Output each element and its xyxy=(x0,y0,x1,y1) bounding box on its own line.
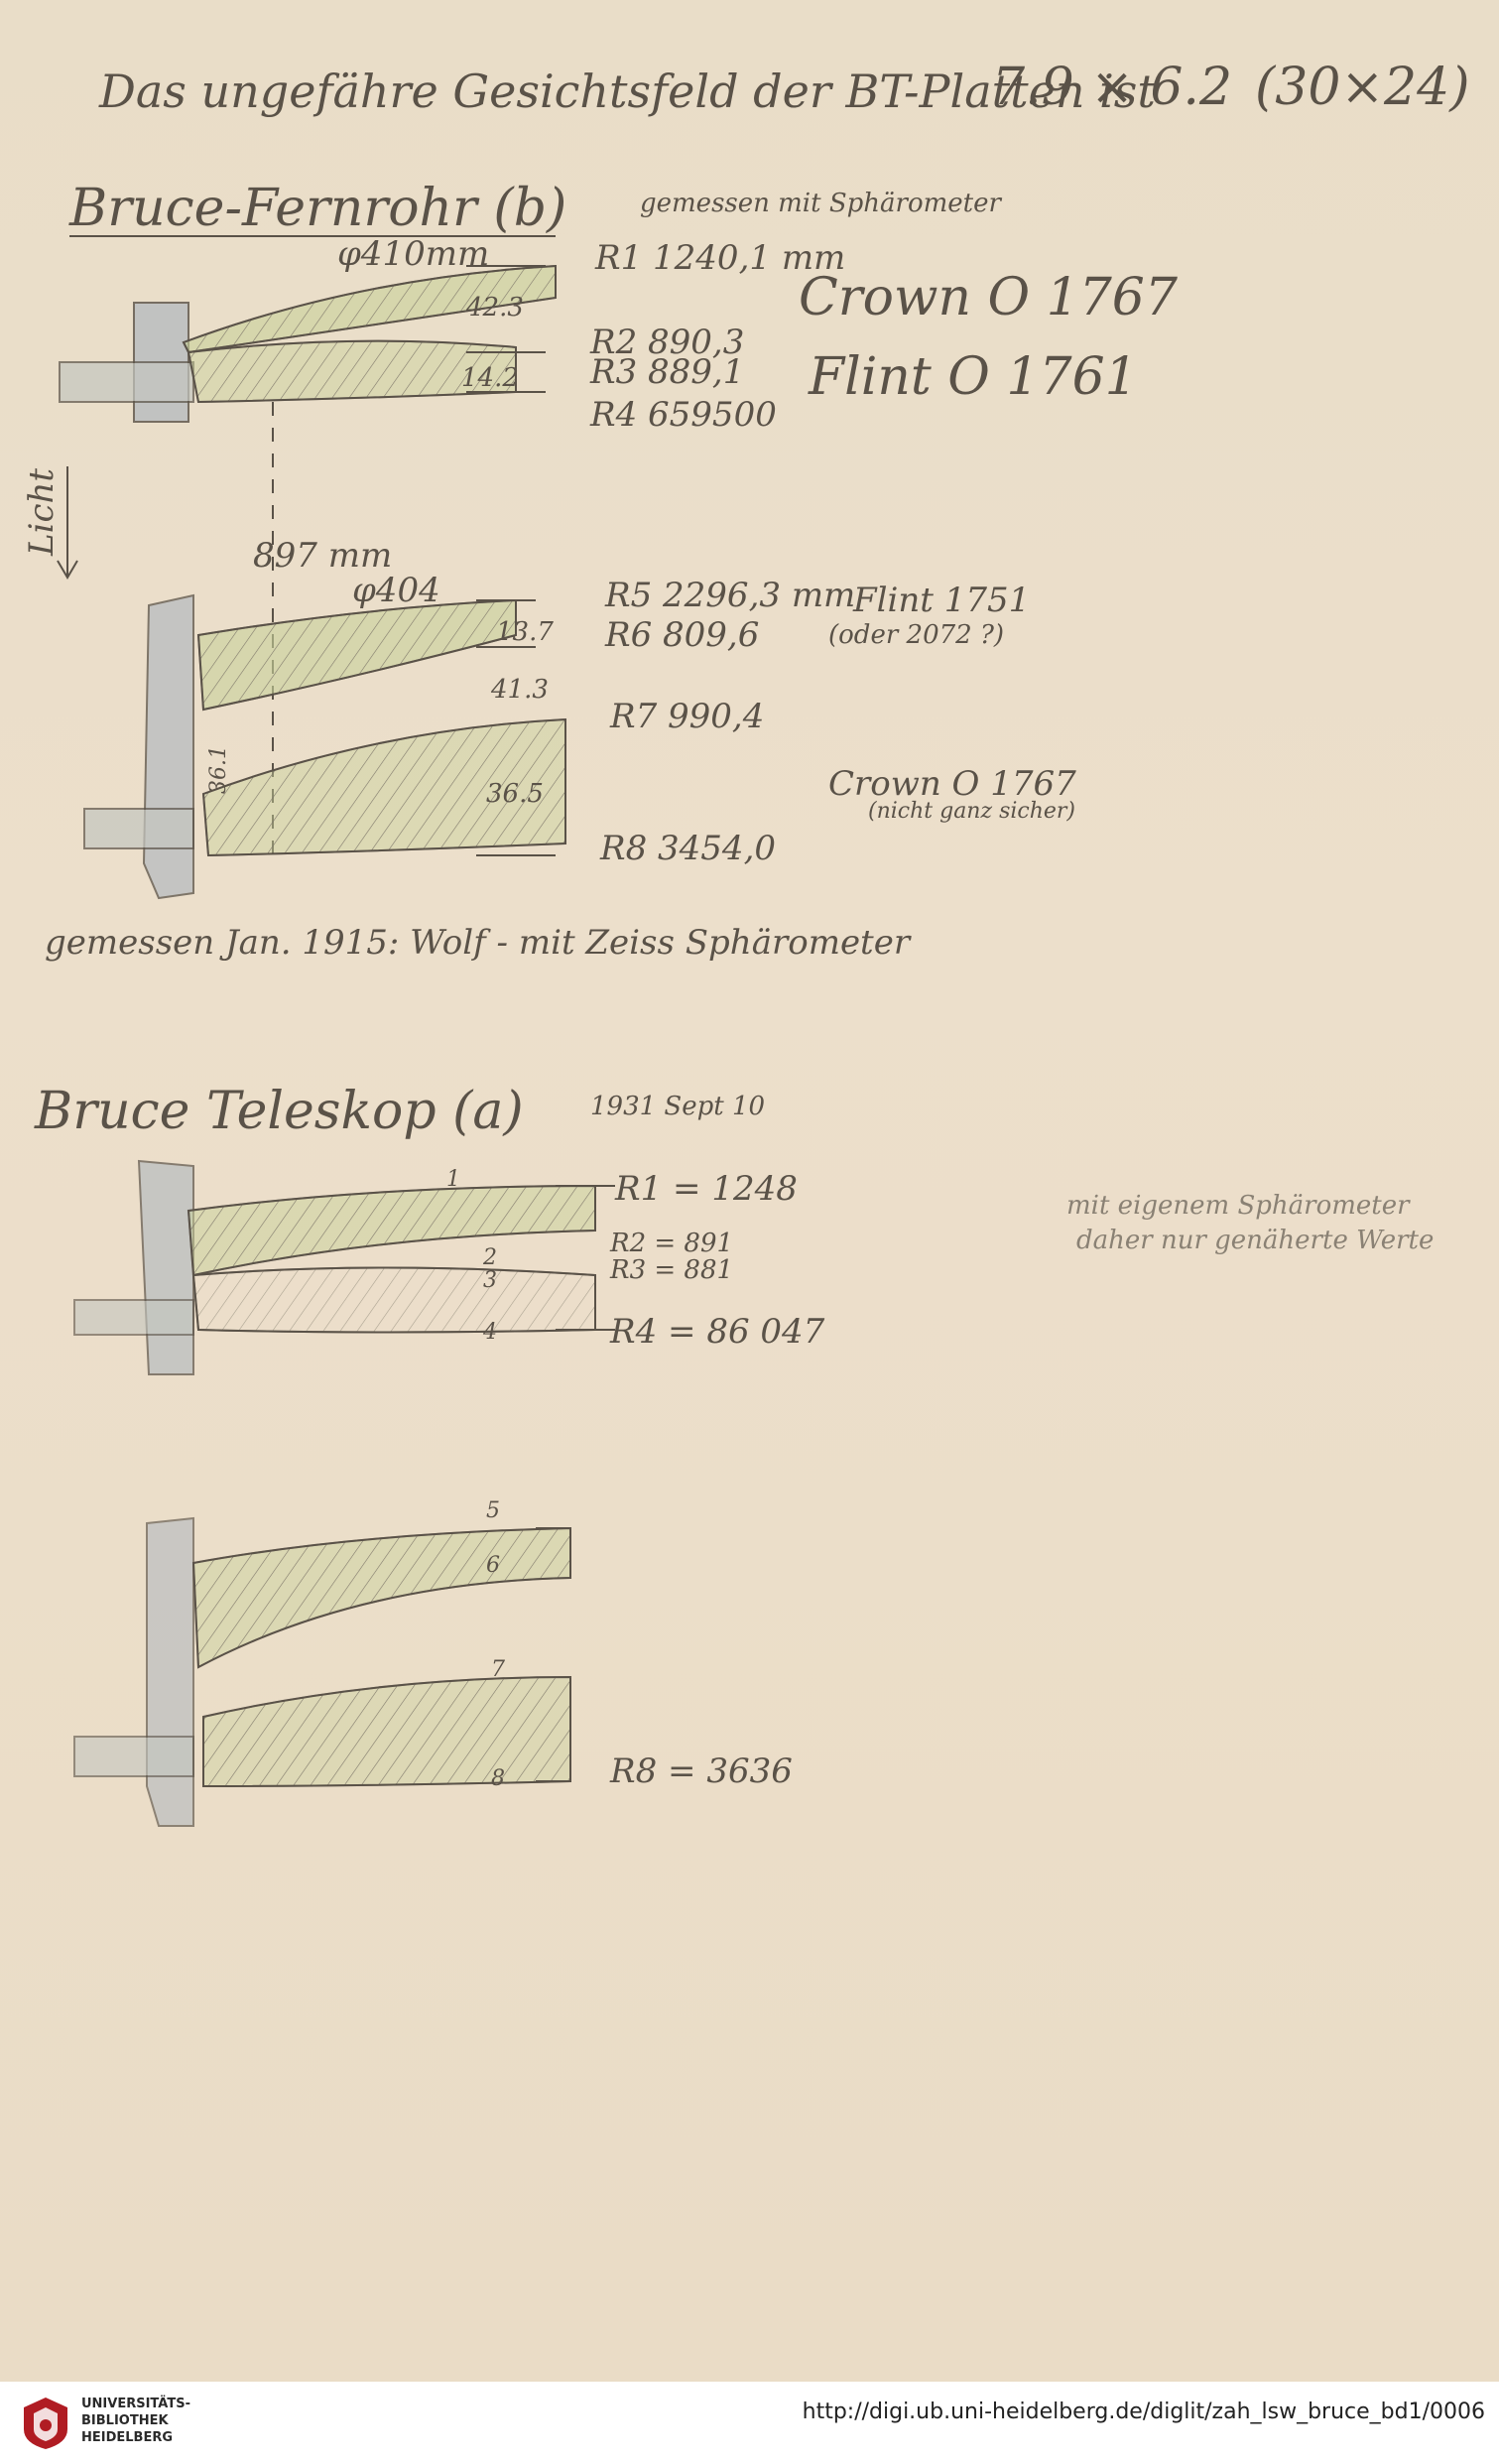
surface-7: 7 xyxy=(491,1657,505,1682)
side-note-1: mit eigenem Sphärometer xyxy=(1066,1191,1410,1221)
logo-line-2: BIBLIOTHEK xyxy=(81,2413,169,2428)
section-a-heading: Bruce Teleskop (a) xyxy=(35,1082,524,1141)
section-b-note: gemessen mit Sphärometer xyxy=(640,189,1001,218)
radius-r1: R1 1240,1 mm xyxy=(595,238,846,278)
diameter-bottom: φ404 xyxy=(352,571,440,610)
lens-distance: 897 mm xyxy=(253,536,393,576)
radius-a-r3: R3 = 881 xyxy=(610,1255,734,1285)
glass-crown-uncertain: (nicht ganz sicher) xyxy=(868,799,1075,824)
source-url[interactable]: http://digi.ub.uni-heidelberg.de/diglit/… xyxy=(802,2399,1485,2424)
section-a-date: 1931 Sept 10 xyxy=(590,1092,766,1121)
lens-a-front xyxy=(73,1159,615,1375)
logo-line-3: HEIDELBERG xyxy=(81,2430,174,2445)
glass-crown-1767: Crown O 1767 xyxy=(799,268,1178,327)
thickness-4: 41.3 xyxy=(491,675,549,705)
thickness-3: 13.7 xyxy=(496,617,554,647)
radius-a-r1: R1 = 1248 xyxy=(615,1169,798,1209)
glass-flint-1751: Flint 1751 xyxy=(853,581,1031,620)
radius-a-r2: R2 = 891 xyxy=(610,1229,734,1258)
glass-flint-1761: Flint O 1761 xyxy=(809,347,1138,407)
radius-r6: R6 809,6 xyxy=(605,615,760,655)
radius-r5: R5 2296,3 mm xyxy=(605,576,856,615)
surface-6: 6 xyxy=(486,1553,500,1578)
surface-8: 8 xyxy=(491,1766,505,1791)
thickness-6: 36.5 xyxy=(486,779,544,809)
radius-a-r8: R8 = 3636 xyxy=(610,1751,793,1791)
radius-r3: R3 889,1 xyxy=(590,352,745,392)
logo-line-1: UNIVERSITÄTS- xyxy=(81,2397,190,2411)
library-logo-text: UNIVERSITÄTS- BIBLIOTHEK HEIDELBERG xyxy=(81,2396,190,2446)
thickness-2: 14.2 xyxy=(461,363,519,393)
radius-a-r4: R4 = 86 047 xyxy=(610,1312,825,1352)
surface-1: 1 xyxy=(446,1167,460,1192)
footer-bar: UNIVERSITÄTS- BIBLIOTHEK HEIDELBERG http… xyxy=(0,2382,1499,2464)
radius-r4: R4 659500 xyxy=(590,395,777,435)
measured-note: gemessen Jan. 1915: Wolf - mit Zeiss Sph… xyxy=(45,923,911,963)
lens-a-rear xyxy=(73,1516,571,1827)
diameter-top: φ410mm xyxy=(337,234,490,274)
header-text: Das ungefähre Gesichtsfeld der BT-Platte… xyxy=(99,65,1156,118)
lens-b-rear xyxy=(83,593,566,900)
surface-3: 3 xyxy=(483,1268,497,1293)
surface-4: 4 xyxy=(483,1320,497,1345)
section-b-heading: Bruce-Fernrohr (b) xyxy=(69,179,567,238)
glass-crown-1767-rear: Crown O 1767 xyxy=(828,764,1076,804)
side-note-2: daher nur genäherte Werte xyxy=(1076,1226,1435,1255)
surface-5: 5 xyxy=(486,1498,500,1523)
lens-sketches xyxy=(57,235,615,1827)
radius-r7: R7 990,4 xyxy=(610,697,765,736)
thickness-5: 36.1 xyxy=(206,745,231,794)
manuscript-page: Das ungefähre Gesichtsfeld der BT-Platte… xyxy=(0,0,1499,2382)
header-plate-size: (30×24) xyxy=(1255,58,1470,117)
university-seal-icon xyxy=(24,2398,67,2449)
light-label: Licht xyxy=(22,467,62,556)
radius-r2: R2 890,3 xyxy=(590,323,745,362)
light-arrow xyxy=(57,466,78,580)
glass-flint-alt: (oder 2072 ?) xyxy=(828,620,1005,650)
thickness-1: 42.3 xyxy=(466,293,524,323)
header-field-size: 7.9 × 6.2 xyxy=(992,58,1233,117)
surface-2: 2 xyxy=(483,1245,497,1270)
radius-r8: R8 3454,0 xyxy=(600,829,777,868)
lens-b-front xyxy=(59,264,557,423)
